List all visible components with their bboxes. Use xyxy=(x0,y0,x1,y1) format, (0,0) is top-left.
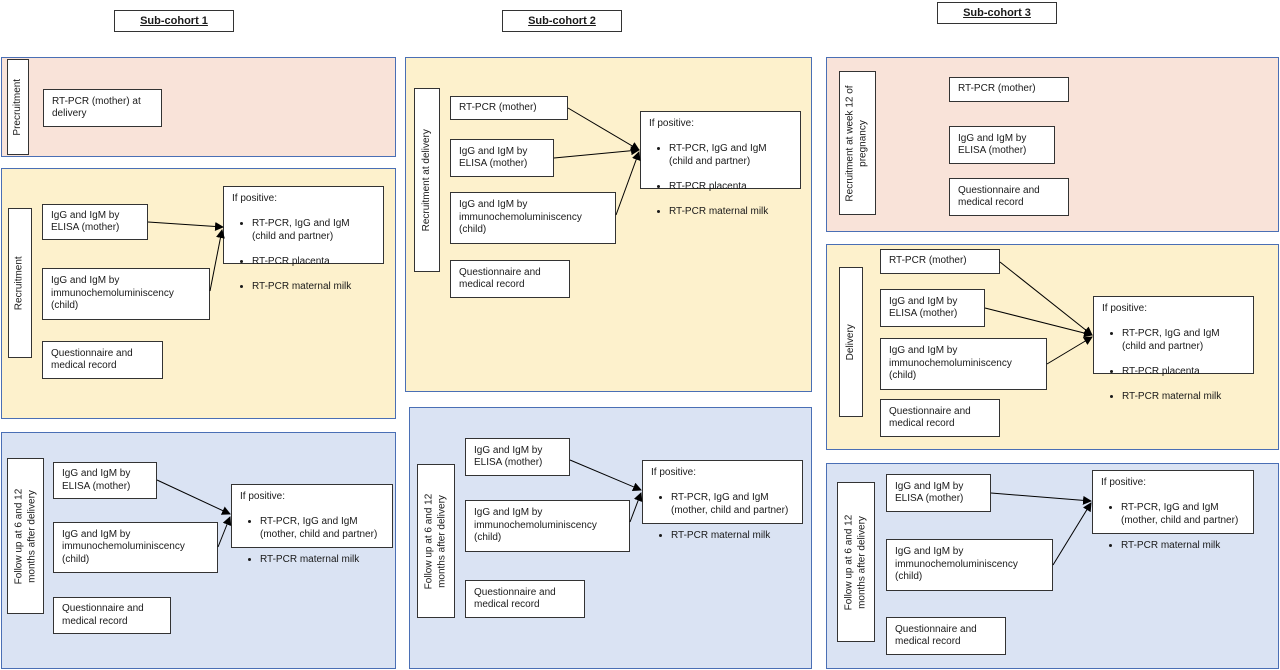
c2-fu-if-positive-list: RT-PCR, IgG and IgM (mother, child and p… xyxy=(651,480,794,555)
c1-fu-elisa-mother-box: IgG and IgM by ELISA (mother) xyxy=(53,462,157,499)
list-item: RT-PCR, IgG and IgM (mother, child and p… xyxy=(671,492,794,517)
c2-if-positive-box: If positive: RT-PCR, IgG and IgM (child … xyxy=(640,111,801,217)
c2-rtpcr-mother-box: RT-PCR (mother) xyxy=(450,96,568,120)
c1-follow-up-label: Follow up at 6 and 12 months after deliv… xyxy=(7,458,44,614)
c1-follow-up-label-text: Follow up at 6 and 12 months after deliv… xyxy=(13,488,37,584)
list-item: RT-PCR, IgG and IgM (child and partner) xyxy=(669,143,792,168)
c2-fu-if-positive-box: If positive: RT-PCR, IgG and IgM (mother… xyxy=(642,460,803,541)
c3-del-questionnaire-box: Questionnaire and medical record xyxy=(880,399,1000,437)
list-item: RT-PCR maternal milk xyxy=(260,554,384,567)
c3-del-rtpcr-mother-box: RT-PCR (mother) xyxy=(880,249,1000,274)
c1-fu-questionnaire-box: Questionnaire and medical record xyxy=(53,597,171,634)
c1-fu-if-positive-title: If positive: xyxy=(240,491,286,502)
list-item: RT-PCR, IgG and IgM (child and partner) xyxy=(252,218,375,243)
c1-rtpcr-delivery-box: RT-PCR (mother) at delivery xyxy=(43,89,162,127)
c1-if-positive-title: If positive: xyxy=(232,193,278,204)
c3-recruitment-label-text: Recruitment at week 12 of pregnancy xyxy=(845,84,869,202)
c1-recruitment-label-text: Recruitment xyxy=(13,256,25,310)
c3-follow-up-label: Follow up at 6 and 12 months after deliv… xyxy=(837,482,875,642)
list-item: RT-PCR placenta xyxy=(669,181,792,194)
c3-fu-questionnaire-box: Questionnaire and medical record xyxy=(886,617,1006,655)
c3-rtpcr-mother-box: RT-PCR (mother) xyxy=(949,77,1069,102)
list-item: RT-PCR placenta xyxy=(252,256,375,269)
c2-fu-if-positive-title: If positive: xyxy=(651,467,697,478)
header-sub-cohort-3: Sub-cohort 3 xyxy=(937,2,1057,24)
c2-if-positive-title: If positive: xyxy=(649,118,695,129)
c2-questionnaire-box: Questionnaire and medical record xyxy=(450,260,570,298)
header-sub-cohort-1: Sub-cohort 1 xyxy=(114,10,234,32)
list-item: RT-PCR maternal milk xyxy=(1121,540,1245,553)
list-item: RT-PCR, IgG and IgM (child and partner) xyxy=(1122,328,1245,353)
c3-del-immuno-child-box: IgG and IgM by immunochemoluminiscency (… xyxy=(880,338,1047,390)
c2-fu-questionnaire-box: Questionnaire and medical record xyxy=(465,580,585,618)
header-sub-cohort-2: Sub-cohort 2 xyxy=(502,10,622,32)
list-item: RT-PCR maternal milk xyxy=(671,530,794,543)
c3-fu-if-positive-title: If positive: xyxy=(1101,477,1147,488)
c3-delivery-label: Delivery xyxy=(839,267,863,417)
c2-recruitment-label-text: Recruitment at delivery xyxy=(420,128,432,232)
c2-if-positive-list: RT-PCR, IgG and IgM (child and partner) … xyxy=(649,131,792,231)
c3-del-if-positive-list: RT-PCR, IgG and IgM (child and partner) … xyxy=(1102,316,1245,416)
c1-fu-if-positive-list: RT-PCR, IgG and IgM (mother, child and p… xyxy=(240,504,384,579)
c1-if-positive-box: If positive: RT-PCR, IgG and IgM (child … xyxy=(223,186,384,292)
c3-elisa-mother-box: IgG and IgM by ELISA (mother) xyxy=(949,126,1055,164)
c2-fu-immuno-child-box: IgG and IgM by immunochemoluminiscency (… xyxy=(465,500,630,552)
c3-recruitment-label: Recruitment at week 12 of pregnancy xyxy=(839,71,876,215)
c3-follow-up-label-text: Follow up at 6 and 12 months after deliv… xyxy=(843,514,868,610)
list-item: RT-PCR, IgG and IgM (mother, child and p… xyxy=(260,516,384,541)
c3-del-if-positive-box: If positive: RT-PCR, IgG and IgM (child … xyxy=(1093,296,1254,402)
list-item: RT-PCR maternal milk xyxy=(252,281,375,294)
c3-del-elisa-mother-box: IgG and IgM by ELISA (mother) xyxy=(880,289,985,327)
c1-precruitment-label: Precruitment xyxy=(7,59,29,155)
c1-fu-if-positive-box: If positive: RT-PCR, IgG and IgM (mother… xyxy=(231,484,393,565)
c1-elisa-mother-box: IgG and IgM by ELISA (mother) xyxy=(42,204,148,240)
c2-recruitment-label: Recruitment at delivery xyxy=(414,88,440,272)
c2-immuno-child-box: IgG and IgM by immunochemoluminiscency (… xyxy=(450,192,616,244)
list-item: RT-PCR maternal milk xyxy=(1122,391,1245,404)
c2-follow-up-label: Follow up at 6 and 12 months after deliv… xyxy=(417,464,455,618)
list-item: RT-PCR placenta xyxy=(1122,366,1245,379)
c3-fu-elisa-mother-box: IgG and IgM by ELISA (mother) xyxy=(886,474,991,512)
c3-fu-immuno-child-box: IgG and IgM by immunochemoluminiscency (… xyxy=(886,539,1053,591)
c1-precruitment-label-text: Precruitment xyxy=(11,78,23,136)
c3-fu-if-positive-box: If positive: RT-PCR, IgG and IgM (mother… xyxy=(1092,470,1254,551)
list-item: RT-PCR, IgG and IgM (mother, child and p… xyxy=(1121,502,1245,527)
c2-elisa-mother-box: IgG and IgM by ELISA (mother) xyxy=(450,139,554,177)
c2-fu-elisa-mother-box: IgG and IgM by ELISA (mother) xyxy=(465,438,570,476)
c3-questionnaire-box: Questionnaire and medical record xyxy=(949,178,1069,216)
c3-del-if-positive-title: If positive: xyxy=(1102,303,1148,314)
c1-if-positive-list: RT-PCR, IgG and IgM (child and partner) … xyxy=(232,206,375,306)
c1-immuno-child-box: IgG and IgM by immunochemoluminiscency (… xyxy=(42,268,210,320)
c1-questionnaire-box: Questionnaire and medical record xyxy=(42,341,163,379)
c1-fu-immuno-child-box: IgG and IgM by immunochemoluminiscency (… xyxy=(53,522,218,573)
c3-fu-if-positive-list: RT-PCR, IgG and IgM (mother, child and p… xyxy=(1101,490,1245,565)
c2-follow-up-label-text: Follow up at 6 and 12 months after deliv… xyxy=(423,493,448,589)
c1-recruitment-label: Recruitment xyxy=(8,208,32,358)
list-item: RT-PCR maternal milk xyxy=(669,206,792,219)
c3-delivery-label-text: Delivery xyxy=(844,323,856,361)
